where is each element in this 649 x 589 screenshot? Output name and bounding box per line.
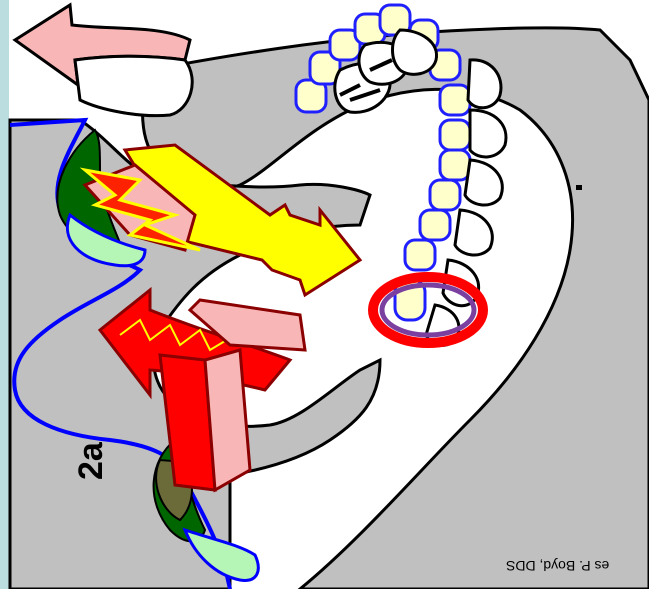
figure-label: 2a: [72, 442, 111, 480]
pink-arrow-tail: [75, 56, 192, 115]
small-mark: [576, 185, 582, 190]
author-credit: es P. Boyd, DDS: [506, 558, 609, 574]
